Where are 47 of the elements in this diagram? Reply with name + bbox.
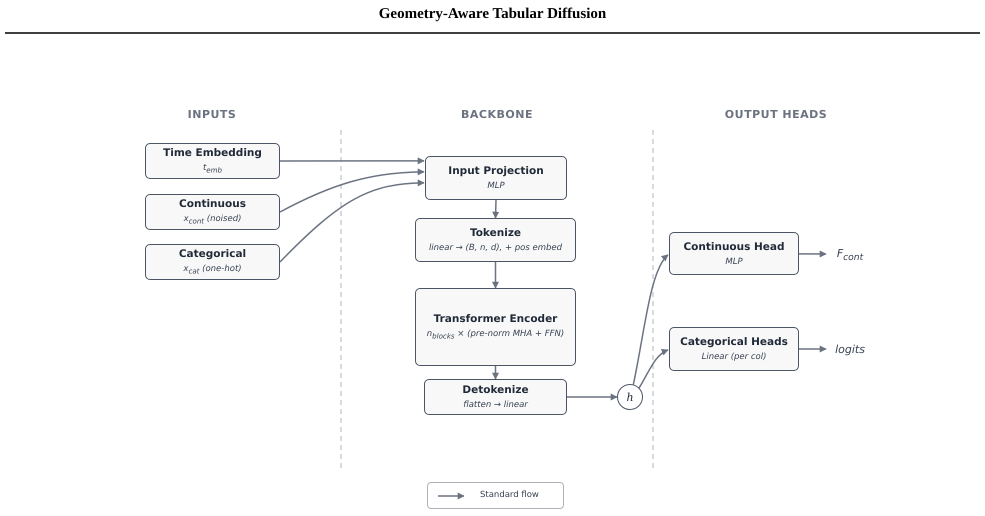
- box-subtitle: Linear (per col): [702, 352, 766, 362]
- box-title: Transformer Encoder: [434, 313, 558, 326]
- arrow: [567, 394, 618, 400]
- box-title: Continuous: [179, 198, 246, 210]
- column-heading: BACKBONE: [461, 108, 533, 121]
- box-title: Time Embedding: [163, 147, 262, 160]
- column-heading: INPUTS: [188, 108, 236, 121]
- box-title: Continuous Head: [683, 240, 785, 252]
- box-subtitle: x$_{cont}$ (noised): [184, 214, 242, 226]
- arrow: [638, 349, 669, 388]
- arrow: [279, 180, 425, 263]
- arrow: [492, 200, 500, 219]
- arrow: [492, 262, 499, 289]
- arrow: [280, 157, 425, 164]
- box-subtitle: flatten → linear: [463, 400, 528, 410]
- arrow: [280, 168, 425, 213]
- process-box: [145, 143, 280, 179]
- box-subtitle: MLP: [487, 181, 505, 191]
- node-circle: [617, 384, 643, 410]
- process-box: [424, 379, 567, 415]
- process-box: [425, 156, 567, 200]
- arrow: [799, 250, 827, 258]
- process-box: [415, 218, 576, 262]
- box-title: Input Projection: [448, 165, 544, 177]
- box-title: Tokenize: [470, 227, 522, 239]
- box-subtitle: n$_{blocks}$ × (pre-norm MHA + FFN): [426, 329, 564, 341]
- column-heading: OUTPUT HEADS: [724, 108, 828, 121]
- arrow: [492, 366, 499, 380]
- box-title: Categorical: [178, 248, 246, 260]
- node-text: F$_{cont}$: [836, 246, 864, 264]
- process-box: [145, 244, 280, 280]
- process-box: [145, 194, 280, 230]
- box-title: Detokenize: [462, 384, 529, 396]
- box-subtitle: t$_{emb}$: [202, 163, 222, 175]
- process-box: [669, 232, 799, 275]
- title: Geometry-Aware Tabular Diffusion: [378, 6, 608, 23]
- node-text: logits: [835, 342, 865, 356]
- box-title: Categorical Heads: [680, 336, 788, 348]
- node-text: h: [626, 390, 634, 404]
- process-box: [415, 288, 576, 366]
- process-box: [669, 327, 799, 371]
- arrow: [799, 346, 827, 352]
- legend-text: Standard flow: [480, 490, 539, 500]
- box-subtitle: linear → (B, n, d), + pos embed: [428, 243, 562, 253]
- arrow: [632, 254, 669, 385]
- box-subtitle: MLP: [725, 256, 743, 266]
- box-subtitle: x$_{cat}$ (one-hot): [183, 264, 242, 276]
